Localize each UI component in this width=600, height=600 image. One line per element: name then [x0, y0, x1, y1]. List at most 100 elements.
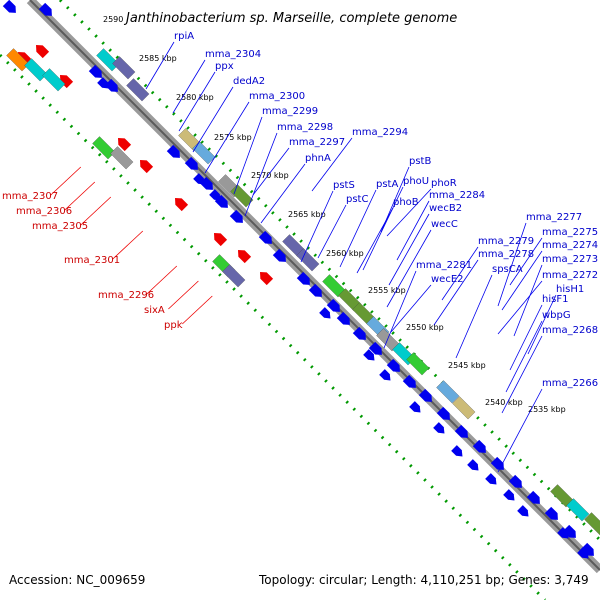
forward-gene-arrow[interactable]: [409, 401, 423, 415]
cog-box[interactable]: [584, 512, 600, 536]
forward-gene-arrow[interactable]: [272, 248, 289, 265]
forward-gene-label[interactable]: pstB: [409, 156, 431, 167]
forward-gene-label[interactable]: mma_2304: [205, 49, 261, 60]
cog-box[interactable]: [92, 136, 116, 160]
forward-gene-label[interactable]: mma_2274: [542, 240, 598, 251]
forward-gene-arrow[interactable]: [544, 506, 561, 523]
forward-gene-arrow[interactable]: [2, 0, 19, 16]
cog-box[interactable]: [222, 264, 246, 288]
forward-gene-arrow[interactable]: [368, 341, 385, 358]
cog-box[interactable]: [296, 248, 320, 272]
forward-gene-label[interactable]: mma_2268: [542, 325, 598, 336]
reverse-gene-label[interactable]: mma_2306: [16, 206, 72, 217]
forward-gene-arrow[interactable]: [467, 459, 481, 473]
reverse-gene-label[interactable]: mma_2305: [32, 221, 88, 232]
cog-box[interactable]: [24, 58, 48, 82]
forward-gene-arrow[interactable]: [433, 422, 447, 436]
cog-box[interactable]: [192, 141, 216, 165]
forward-gene-label[interactable]: mma_2299: [262, 106, 318, 117]
forward-gene-arrow[interactable]: [336, 311, 353, 328]
forward-gene-arrow[interactable]: [229, 209, 246, 226]
forward-gene-label[interactable]: mma_2284: [429, 190, 485, 201]
forward-gene-label[interactable]: mma_2294: [352, 127, 408, 138]
cog-box[interactable]: [126, 78, 150, 102]
forward-gene-arrow[interactable]: [526, 490, 543, 507]
reverse-gene-label[interactable]: ppk: [164, 320, 183, 331]
forward-gene-label[interactable]: spsCA: [492, 264, 523, 275]
forward-gene-arrow[interactable]: [517, 505, 531, 519]
reverse-gene-label[interactable]: mma_2307: [2, 191, 58, 202]
reverse-gene-arrow[interactable]: [33, 42, 50, 59]
forward-gene-arrow[interactable]: [508, 474, 525, 491]
forward-gene-label[interactable]: mma_2281: [416, 260, 472, 271]
forward-gene-arrow[interactable]: [379, 369, 393, 383]
reverse-gene-arrow[interactable]: [257, 269, 274, 286]
forward-gene-label[interactable]: phoB: [393, 197, 419, 208]
cog-box[interactable]: [42, 68, 66, 92]
forward-gene-label[interactable]: phnA: [305, 153, 331, 164]
forward-gene-label[interactable]: wecE2: [431, 274, 464, 285]
forward-gene-label[interactable]: mma_2297: [289, 137, 345, 148]
forward-gene-label[interactable]: mma_2273: [542, 254, 598, 265]
reverse-gene-arrow[interactable]: [115, 135, 132, 152]
forward-gene-arrow[interactable]: [38, 2, 55, 19]
forward-gene-label[interactable]: hisH1: [556, 284, 584, 295]
forward-gene-arrow[interactable]: [436, 406, 453, 423]
forward-gene-arrow[interactable]: [418, 388, 435, 405]
forward-gene-label[interactable]: dedA2: [233, 76, 265, 87]
forward-gene-arrow[interactable]: [166, 144, 183, 161]
forward-gene-arrow[interactable]: [580, 542, 597, 559]
reverse-gene-arrow[interactable]: [172, 195, 189, 212]
forward-gene-label[interactable]: phoU: [403, 176, 429, 187]
forward-gene-label[interactable]: mma_2277: [526, 212, 582, 223]
cog-box[interactable]: [112, 56, 136, 80]
cog-box[interactable]: [6, 48, 30, 72]
cog-box[interactable]: [452, 396, 476, 420]
forward-gene-arrow[interactable]: [184, 156, 201, 173]
forward-gene-label[interactable]: pstS: [333, 180, 355, 191]
forward-gene-label[interactable]: wecC: [431, 219, 458, 230]
reverse-gene-arrow[interactable]: [211, 230, 228, 247]
forward-gene-label[interactable]: mma_2266: [542, 378, 598, 389]
cog-box[interactable]: [406, 352, 430, 376]
forward-gene-arrow[interactable]: [296, 271, 313, 288]
forward-gene-label[interactable]: mma_2272: [542, 270, 598, 281]
forward-gene-label[interactable]: pstC: [346, 194, 368, 205]
cog-box[interactable]: [566, 498, 590, 522]
forward-gene-label[interactable]: phoR: [431, 178, 457, 189]
forward-gene-label[interactable]: mma_2278: [478, 249, 534, 260]
reverse-gene-arrow[interactable]: [137, 157, 154, 174]
forward-gene-label[interactable]: wbpG: [542, 310, 571, 321]
reverse-gene-label[interactable]: mma_2301: [64, 255, 120, 266]
forward-gene-arrow[interactable]: [472, 439, 489, 456]
forward-gene-label[interactable]: rpiA: [174, 31, 194, 42]
forward-gene-arrow[interactable]: [97, 77, 111, 91]
forward-gene-label[interactable]: mma_2298: [277, 122, 333, 133]
reverse-gene-label[interactable]: sixA: [144, 305, 165, 316]
forward-gene-label[interactable]: pstA: [376, 179, 398, 190]
forward-gene-arrow[interactable]: [451, 445, 465, 459]
forward-gene-label[interactable]: mma_2300: [249, 91, 305, 102]
forward-gene-arrow[interactable]: [454, 424, 471, 441]
forward-gene-label[interactable]: mma_2279: [478, 236, 534, 247]
cog-box[interactable]: [96, 48, 120, 72]
cog-box[interactable]: [110, 146, 134, 170]
reverse-gene-arrow[interactable]: [15, 49, 32, 66]
forward-gene-arrow[interactable]: [352, 326, 369, 343]
reverse-gene-arrow[interactable]: [57, 72, 74, 89]
forward-gene-arrow[interactable]: [326, 298, 343, 315]
forward-gene-arrow[interactable]: [386, 358, 403, 375]
cog-box[interactable]: [436, 380, 460, 404]
forward-gene-arrow[interactable]: [308, 283, 325, 300]
forward-gene-arrow[interactable]: [402, 374, 419, 391]
forward-gene-arrow[interactable]: [258, 230, 275, 247]
forward-gene-arrow[interactable]: [485, 473, 499, 487]
forward-gene-label[interactable]: mma_2275: [542, 227, 598, 238]
reverse-gene-label[interactable]: mma_2296: [98, 290, 154, 301]
forward-gene-arrow[interactable]: [88, 64, 105, 81]
forward-gene-label[interactable]: wecB2: [429, 203, 462, 214]
forward-gene-label[interactable]: ppx: [215, 61, 234, 72]
forward-gene-label[interactable]: hisF1: [542, 294, 568, 305]
forward-gene-arrow[interactable]: [104, 78, 121, 95]
forward-gene-arrow[interactable]: [562, 524, 579, 541]
